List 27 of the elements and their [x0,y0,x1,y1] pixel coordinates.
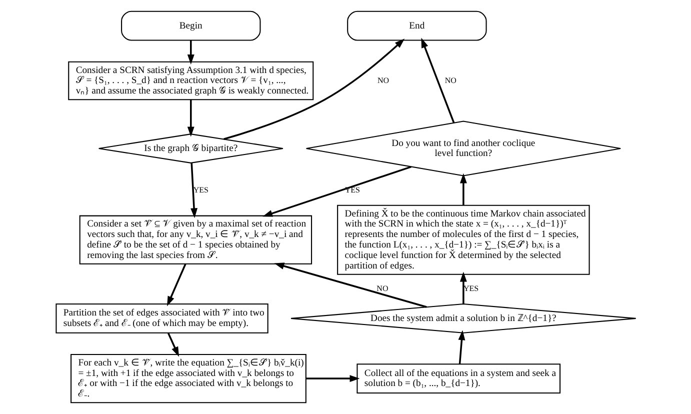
edge-label: NO [376,284,388,294]
arrow [306,375,360,382]
arrow [458,330,465,364]
arrow [459,272,466,304]
node-diamond: Does the system admit a solution b in ℤ^{d−1}? [290,303,636,334]
node-box: Begin [120,10,260,41]
arrow [186,100,194,137]
arrow [459,173,466,206]
arrow [186,40,194,64]
edge-label: NO [376,76,389,85]
edge-label: NO [444,76,456,85]
arrow [166,264,186,306]
node-diamond: Is the graph 𝒢 bipartite? [98,134,283,164]
node-box: End [346,10,486,41]
arrow [262,166,411,217]
node-box: Collect all of the equations in a system and seek a solution b = (b₁, ..., b_{d−1}). [356,364,560,394]
arrow [166,332,178,357]
arrow [420,38,454,124]
node-box: Consider a set 𝒱̂ ⊆ 𝒱 given by a maximal set of reaction vectors such that, for any v_k, v_i ∈ 𝒱̂, v_k ≠ −v_i and define 𝒮̂ to be the set of d − 1 species obtained by removing the last species from 𝒮. [78,215,312,264]
node-diamond: Do you want to find another coclique level function? [305,120,621,176]
node-box: For each v_k ∈ 𝒱̂, write the equation ∑_{Sᵢ∈𝒮̂} bᵢv̌_k(i) = ±1, with +1 if the edge associated with v_k belongs to ℰ₊ or with −1 if the edge associated with v_k belongs to ℰ₋. [70,354,306,404]
node-box: Partition the set of edges associated with 𝒱̂ into two subsets ℰ₊ and ℰ₋ (one of which may be empty). [55,303,268,334]
arrow [223,38,404,140]
node-box: Consider a SCRN satisfying Assumption 3.1 with d species, 𝒮 = {S₁, . . . , S_d} and n reaction vectors 𝒱 = {v₁, ..., vₙ} and assume the associated graph 𝒢 is weakly connected. [68,61,314,100]
arrow [190,162,198,218]
arrow [274,262,426,308]
node-box: Defining X̌ to be the continuous time Markov chain associated with the SCRN in which the state x = (x₁, . . . , x_{d−1})ᵀ represents the number of molecules of the first d − 1 species, the function L(x₁, . . . , x_{d−1}) := ∑_{Sᵢ∈𝒮̂} bᵢxᵢ is a coclique level function for X̌ determined by the selected partition of edges. [336,204,590,275]
